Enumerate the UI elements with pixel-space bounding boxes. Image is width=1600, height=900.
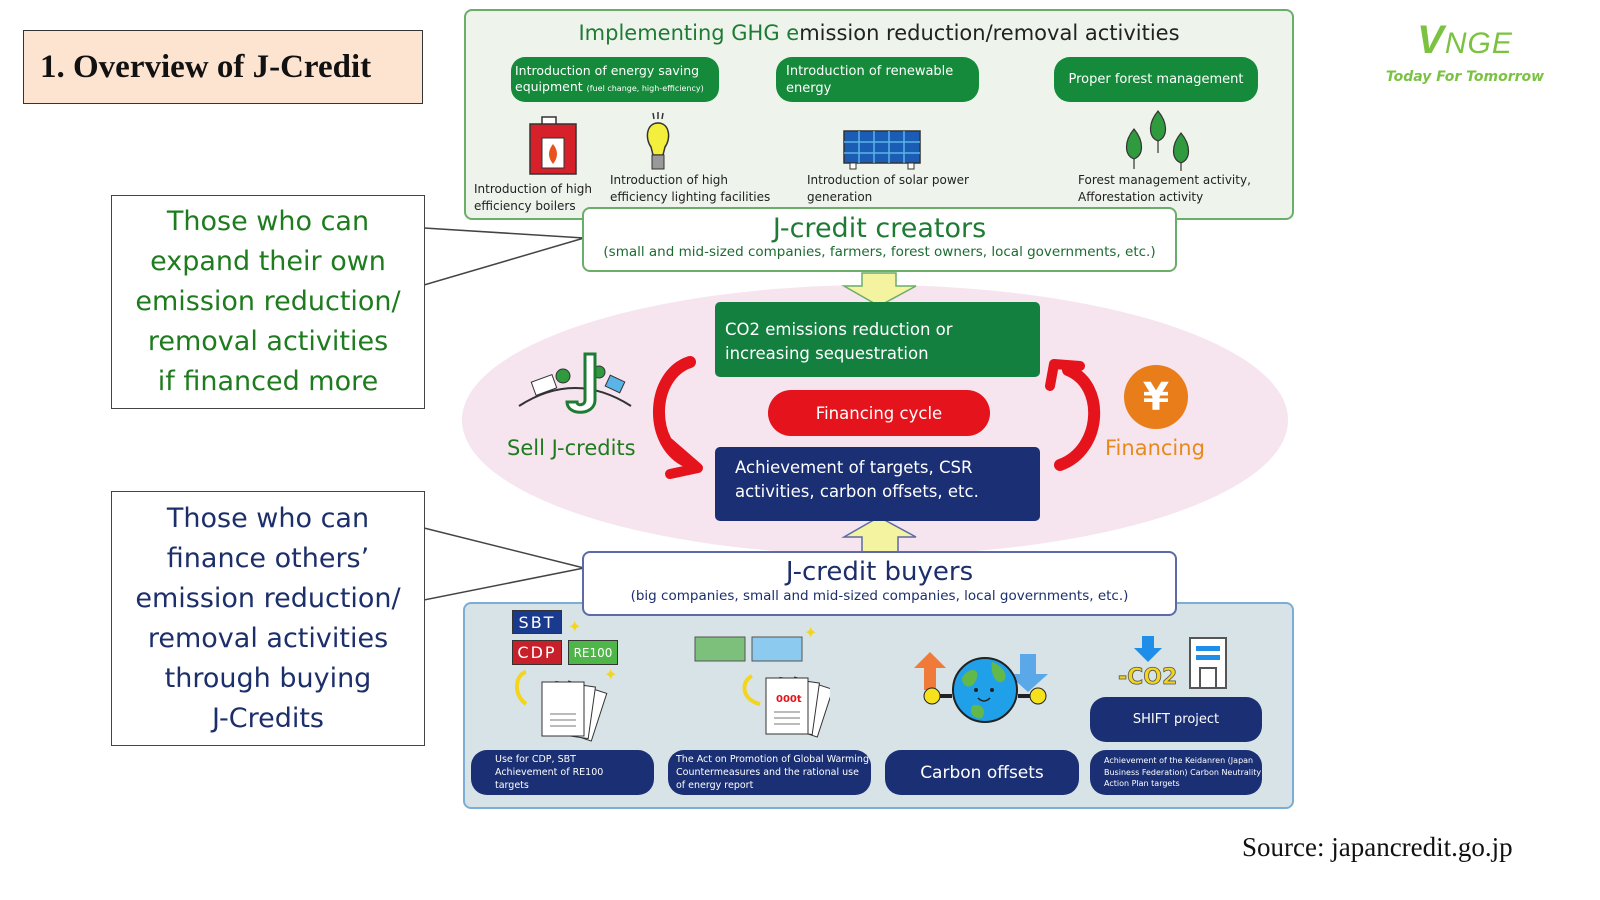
callout-line: Those who can [166, 206, 370, 237]
financing-label: Financing [1105, 436, 1205, 460]
callout-line: finance others’ [166, 542, 370, 574]
sbt-badge: SBT [512, 610, 562, 634]
cdp-badge: CDP [512, 640, 562, 665]
svg-text:✦: ✦ [604, 665, 617, 684]
callout-line: Those who can [166, 502, 370, 534]
callout-line: through buying [164, 662, 372, 694]
earth-carbon-offset-icon [914, 652, 1048, 723]
category-energy-saving: Introduction of energy saving equipment … [511, 57, 719, 102]
use-keidanren-targets: Achievement of the Keidanren (Japan Busi… [1090, 750, 1262, 795]
report-documents-icon: ✦ ✦ [515, 617, 617, 742]
activities-title-rest: mission reduction/removal activities [799, 21, 1180, 45]
achievement-box: Achievement of targets, CSR activities, … [715, 447, 1040, 521]
yen-icon: ¥ [1124, 365, 1188, 429]
boiler-icon [529, 116, 577, 175]
callout-line: emission reduction/ [135, 582, 401, 614]
report-mark: 000t [776, 694, 802, 705]
light-bulb-icon [646, 112, 670, 170]
use-label: The Act on Promotion of Global Warming C… [676, 754, 869, 791]
creators-subtitle: (small and mid-sized companies, farmers,… [603, 244, 1156, 260]
callout-line: removal activities [147, 622, 389, 654]
logo-brand: VNGE [1380, 18, 1550, 63]
example-caption: Introduction of high efficiency boilers [474, 182, 593, 213]
financing-cycle-label: Financing cycle [768, 390, 990, 436]
logo-initial: V [1417, 18, 1445, 62]
logo-tagline: Today For Tomorrow [1385, 69, 1545, 85]
creators-callout-pointer [423, 227, 585, 287]
shift-project-pill: SHIFT project [1090, 697, 1262, 742]
use-global-warming-act-report: The Act on Promotion of Global Warming C… [668, 750, 871, 795]
co2-building-icon: -CO2 [1118, 636, 1227, 690]
category-label: Introduction of energy saving equipment [515, 62, 700, 94]
buyers-title: J-credit buyers [785, 557, 974, 587]
co2-label: -CO2 [1118, 665, 1177, 690]
energy-report-icon: ✦ 000t [694, 623, 830, 738]
creators-title: J-credit creators [772, 213, 987, 244]
callout-line: emission reduction/ [135, 286, 401, 317]
example-caption: Introduction of solar power generation [807, 173, 969, 204]
category-forest: Proper forest management [1054, 57, 1258, 102]
callout-line: if financed more [157, 366, 379, 397]
down-arrow-icon [841, 272, 917, 307]
slide-title-box: 1. Overview of J-Credit [23, 30, 423, 104]
use-label: Use for CDP, SBT Achievement of RE100 ta… [495, 754, 604, 791]
use-label: Carbon offsets [920, 762, 1044, 783]
example-caption: Introduction of high efficiency lighting… [610, 173, 771, 204]
buyers-callout-pointer [423, 527, 585, 601]
sell-j-credits-label: Sell J-credits [507, 436, 636, 460]
solar-panel-icon [843, 130, 921, 170]
category-label: Introduction of renewable energy [786, 63, 954, 96]
creators-box: J-credit creators (small and mid-sized c… [582, 207, 1177, 272]
activities-panel: Implementing GHG emission reduction/remo… [464, 9, 1294, 220]
slide-title: 1. Overview of J-Credit [40, 48, 372, 85]
category-sublabel: (fuel change, high-efficiency) [586, 83, 704, 93]
buyers-box: J-credit buyers (big companies, small an… [582, 551, 1177, 616]
activities-title: Implementing GHG emission reduction/remo… [466, 21, 1292, 45]
use-label: Achievement of the Keidanren (Japan Busi… [1104, 756, 1262, 789]
j-credit-town-icon [518, 352, 632, 414]
source-citation: Source: japancredit.go.jp [1242, 832, 1513, 862]
use-carbon-offsets: Carbon offsets [885, 750, 1079, 795]
buyers-callout: Those who can finance others’ emission r… [111, 491, 425, 746]
re100-badge: RE100 [568, 640, 618, 665]
category-renewable: Introduction of renewable energy [776, 57, 979, 102]
cycle-arrow-left-icon [653, 356, 703, 479]
co2-reduction-box: CO2 emissions reduction or increasing se… [715, 302, 1040, 377]
callout-line: J-Credits [211, 702, 324, 734]
creators-callout: Those who can expand their own emission … [111, 195, 425, 409]
trees-icon [1125, 110, 1190, 171]
vnge-logo: VNGE Today For Tomorrow [1380, 18, 1550, 108]
logo-name: NGE [1444, 27, 1513, 60]
svg-text:✦: ✦ [804, 623, 817, 642]
callout-line: expand their own [150, 246, 386, 277]
example-caption: Forest management activity, Afforestatio… [1078, 173, 1251, 204]
use-cdp-sbt-re100: Use for CDP, SBT Achievement of RE100 ta… [471, 750, 654, 795]
category-label: Proper forest management [1068, 72, 1244, 87]
callout-line: removal activities [147, 326, 389, 357]
cycle-arrow-right-icon [1045, 359, 1101, 471]
svg-text:✦: ✦ [568, 617, 581, 636]
shift-project-label: SHIFT project [1132, 712, 1220, 727]
buyers-subtitle: (big companies, small and mid-sized comp… [630, 588, 1129, 604]
activities-title-green: Implementing GHG e [578, 21, 800, 45]
